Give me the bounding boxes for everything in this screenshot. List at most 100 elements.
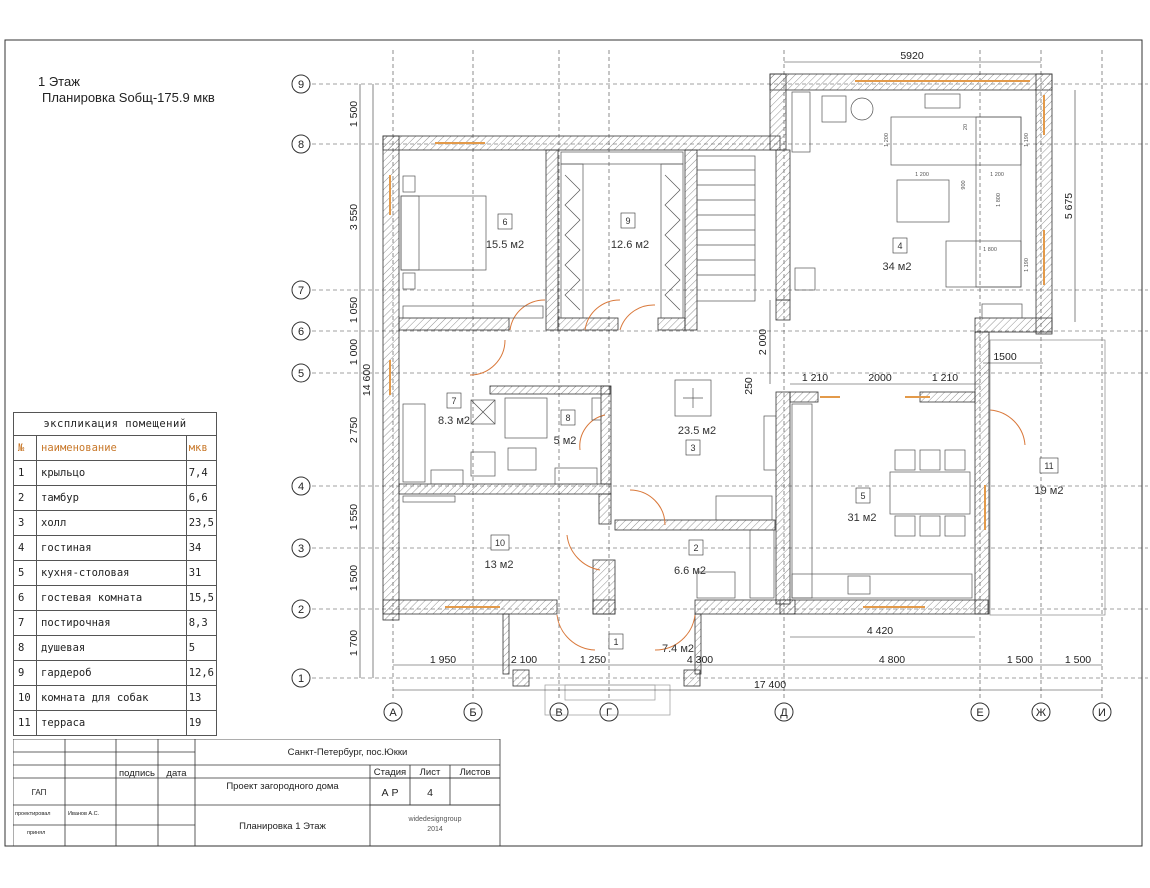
- svg-text:7: 7: [451, 396, 456, 406]
- windows: [389, 80, 1045, 608]
- svg-text:8.3 м2: 8.3 м2: [438, 415, 470, 427]
- title-block: Санкт-Петербург, пос.Юкки подпись дата П…: [13, 739, 501, 847]
- dim-left-1: 1 500: [348, 101, 360, 127]
- dim-bottom-5: 4 800: [879, 654, 905, 666]
- dim-inner-1210-a: 1 210: [802, 372, 828, 384]
- stamp-approved-label: принял: [27, 830, 46, 836]
- grid-row-8: 8: [298, 139, 304, 151]
- svg-text:19 м2: 19 м2: [1035, 485, 1064, 497]
- dim-bottom-1: 1 950: [430, 654, 456, 666]
- room-11: 11 19 м2: [1035, 457, 1064, 497]
- stamp-date-label: дата: [166, 768, 187, 779]
- dim-top-5920: 5920: [900, 50, 924, 62]
- svg-text:3: 3: [690, 443, 695, 453]
- dim-inner-1210-b: 1 210: [932, 372, 958, 384]
- grid-col-v: В: [555, 707, 562, 719]
- stamp-company: widedesigngroup: [408, 816, 462, 823]
- svg-text:12.6 м2: 12.6 м2: [611, 239, 649, 251]
- svg-text:1: 1: [613, 637, 618, 647]
- grid-col-g: Г: [606, 707, 612, 719]
- grid-col-a: А: [389, 707, 397, 719]
- plan-area-title: Планировка Sобщ-175.9 мкв: [42, 90, 215, 105]
- svg-text:23.5 м2: 23.5 м2: [678, 425, 716, 437]
- dim-inner-1500: 1500: [993, 351, 1017, 363]
- room-5: 531 м2: [848, 487, 877, 524]
- stamp-designer: Иванов А.С.: [68, 811, 100, 817]
- explication-title: экспликация помещений: [13, 412, 217, 436]
- svg-text:5 м2: 5 м2: [554, 435, 577, 447]
- dim-bottom-total: 17 400: [754, 679, 786, 691]
- stamp-stage: А Р: [381, 787, 399, 799]
- title-block-lines: [13, 739, 501, 847]
- room-4: 434 м2: [883, 237, 912, 273]
- dim-sofa-6: 1 800: [983, 247, 997, 253]
- dim-bottom-3: 1 250: [580, 654, 606, 666]
- header-name: наименование: [36, 435, 187, 461]
- dim-sofa-2: 1 200: [915, 172, 929, 178]
- grid-col-zh: Ж: [1036, 707, 1046, 719]
- svg-text:6: 6: [502, 217, 507, 227]
- stamp-gap-label: ГАП: [31, 788, 47, 797]
- stamp-location: Санкт-Петербург, пос.Юкки: [287, 747, 408, 758]
- room-1: 1 7.4 м2: [608, 633, 694, 655]
- svg-text:11: 11: [1044, 461, 1053, 471]
- dim-inner-2000: 2000: [868, 372, 892, 384]
- svg-text:6.6 м2: 6.6 м2: [674, 565, 706, 577]
- explication-header: № наименование мкв: [13, 435, 218, 461]
- dim-inner-2000-v: 2 000: [757, 329, 769, 355]
- stamp-year: 2014: [427, 826, 443, 833]
- svg-text:8: 8: [565, 413, 570, 423]
- dim-bottom-2: 2 100: [511, 654, 537, 666]
- grid-row-4: 4: [298, 481, 304, 493]
- dim-inner-250: 250: [743, 377, 755, 395]
- dim-left-5: 2 750: [348, 417, 360, 443]
- grid-col-b: Б: [469, 707, 476, 719]
- grid-col-d: Д: [780, 707, 788, 719]
- sheet-frame: [4, 39, 1143, 847]
- dim-bottom-6: 1 500: [1007, 654, 1033, 666]
- grid-col-bubbles: А Б В Г Д Е Ж И: [383, 702, 1112, 722]
- stamp-sheets-label: Листов: [459, 767, 491, 778]
- dim-left-8: 1 700: [348, 630, 360, 656]
- svg-text:13 м2: 13 м2: [485, 559, 514, 571]
- stamp-signature-label: подпись: [119, 768, 155, 779]
- stamp-designed-label: проектировал: [15, 811, 51, 817]
- grid-row-9: 9: [298, 79, 304, 91]
- stamp-sheet-title: Планировка 1 Этаж: [239, 821, 326, 832]
- stamp-project: Проект загородного дома: [226, 781, 339, 792]
- room-6: 615.5 м2: [486, 213, 524, 251]
- explication-table: экспликация помещений № наименование мкв…: [13, 412, 218, 736]
- grid-col-e: Е: [976, 707, 983, 719]
- dim-sofa-9: 20: [963, 124, 969, 130]
- grid-row-1: 1: [298, 673, 304, 685]
- room-3: 3 23.5 м2: [678, 425, 716, 456]
- dim-left-6: 1 550: [348, 504, 360, 530]
- stamp-stage-label: Стадия: [373, 767, 407, 778]
- dim-sofa-8: 1 190: [1024, 258, 1030, 272]
- walls: [382, 73, 1053, 687]
- svg-text:2: 2: [693, 543, 698, 553]
- dim-kitchen-4420: 4 420: [867, 625, 893, 637]
- grid-row-2: 2: [298, 604, 304, 616]
- dim-sofa-3: 1 200: [990, 172, 1004, 178]
- room-8: 8 5 м2: [554, 409, 577, 447]
- room-9: 912.6 м2: [611, 212, 649, 251]
- svg-text:7.4 м2: 7.4 м2: [662, 643, 694, 655]
- room-2: 2 6.6 м2: [674, 539, 706, 577]
- svg-text:31 м2: 31 м2: [848, 512, 877, 524]
- header-num: №: [13, 435, 37, 461]
- stamp-sheet-label: Лист: [419, 767, 441, 778]
- grid-row-3: 3: [298, 543, 304, 555]
- svg-text:34 м2: 34 м2: [883, 261, 912, 273]
- room-7: 7 8.3 м2: [438, 392, 470, 427]
